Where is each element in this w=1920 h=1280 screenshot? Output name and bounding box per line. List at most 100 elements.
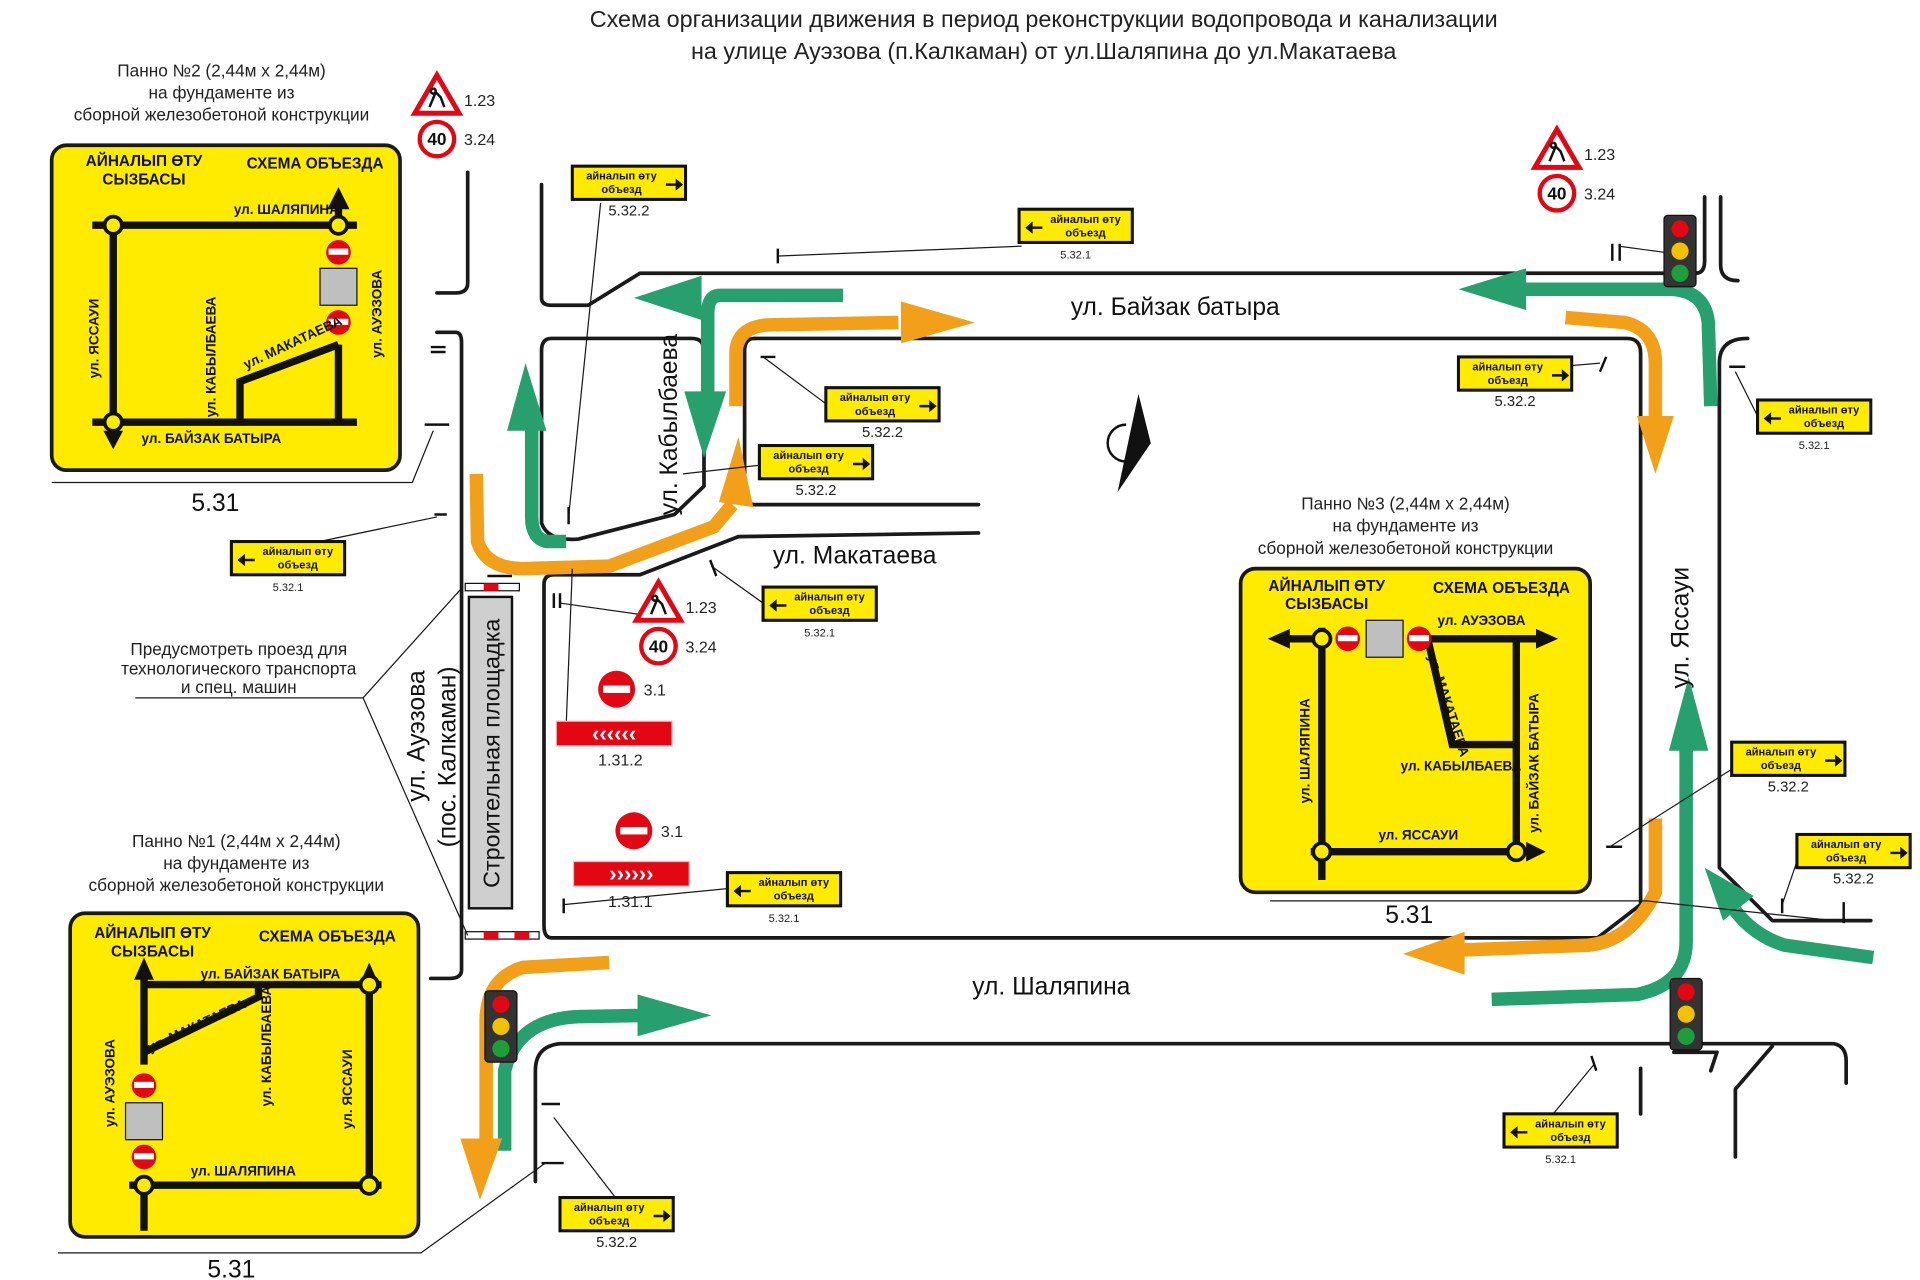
arrow-left-icon [1510, 1126, 1528, 1139]
svg-text:Предусмотреть проезд для: Предусмотреть проезд для [130, 639, 347, 659]
svg-text:айналып өту: айналып өту [1811, 839, 1882, 851]
svg-text:на фундаменте из: на фундаменте из [163, 853, 309, 873]
arrow-left-icon [733, 884, 751, 898]
svg-text:ул. КАБЫЛБАЕВА: ул. КАБЫЛБАЕВА [203, 296, 218, 417]
street-label-kabylbaeva: ул. Кабылбаева [656, 334, 683, 516]
svg-text:ул. ШАЛЯПИНА: ул. ШАЛЯПИНА [191, 1163, 296, 1178]
svg-text:объезд: объезд [1804, 418, 1844, 430]
worker-icon [1548, 141, 1566, 162]
svg-text:СХЕМА ОБЪЕЗДА: СХЕМА ОБЪЕЗДА [259, 929, 396, 946]
detour-sign-right: айналып өту объезд 5.32.2 [757, 444, 875, 499]
svg-text:5.32.1: 5.32.1 [804, 627, 835, 639]
svg-text:3.24: 3.24 [686, 639, 717, 656]
svg-text:объезд: объезд [1761, 760, 1801, 772]
street-label-baizak: ул. Байзак батыра [1071, 294, 1280, 321]
svg-text:АЙНАЛЫП ӨТУ: АЙНАЛЫП ӨТУ [86, 152, 203, 170]
svg-text:объезд: объезд [774, 891, 814, 903]
arrow-right-icon [1552, 369, 1570, 382]
svg-text:5.32.1: 5.32.1 [1545, 1154, 1576, 1166]
traffic-light [1663, 214, 1697, 288]
panel-2: Панно №2 (2,44м x 2,44м) на фундаменте и… [49, 60, 402, 517]
svg-text:объезд: объезд [1826, 853, 1866, 865]
svg-text:на фундаменте из: на фундаменте из [148, 82, 294, 102]
svg-text:сборной железобетоной конструк: сборной железобетоной конструкции [89, 875, 385, 895]
road-works-sign: 1.23 [632, 577, 717, 623]
arrow-right-icon [919, 400, 937, 413]
svg-text:и спец. машин: и спец. машин [181, 677, 297, 697]
svg-text:ул. КАБЫЛБАЕВА: ул. КАБЫЛБАЕВА [259, 986, 274, 1107]
title-line2: на улице Ауэзова (п.Калкаман) от ул.Шаля… [691, 38, 1396, 64]
arrow-right-icon [1890, 846, 1908, 860]
svg-text:5.32.2: 5.32.2 [795, 483, 836, 499]
svg-text:объезд: объезд [589, 1216, 629, 1228]
svg-text:Панно №3 (2,44м x 2,44м): Панно №3 (2,44м x 2,44м) [1301, 494, 1510, 514]
worker-icon [649, 594, 667, 615]
svg-text:5.31: 5.31 [207, 1257, 255, 1280]
street-label-yassaui: ул. Яссауи [1668, 567, 1695, 689]
svg-text:ул. БАЙЗАК БАТЫРА: ул. БАЙЗАК БАТЫРА [201, 966, 341, 981]
svg-text:на фундаменте из: на фундаменте из [1332, 516, 1478, 536]
svg-text:ул. ШАЛЯПИНА: ул. ШАЛЯПИНА [1298, 698, 1313, 803]
svg-text:ул. ШАЛЯПИНА: ул. ШАЛЯПИНА [234, 202, 339, 217]
svg-text:ул. ЯССАУИ: ул. ЯССАУИ [1378, 827, 1458, 842]
svg-text:объезд: объезд [1065, 227, 1105, 239]
svg-text:5.32.2: 5.32.2 [596, 1235, 637, 1251]
arrow-right-icon [852, 457, 871, 471]
svg-text:ул. ЯССАУИ: ул. ЯССАУИ [340, 1049, 355, 1129]
svg-text:5.32.2: 5.32.2 [608, 203, 649, 219]
chevron-right-sign: ›››››› 1.31.1 [572, 860, 690, 911]
street-label-makataeva: ул. Макатаева [773, 543, 937, 570]
svg-text:1.31.2: 1.31.2 [598, 753, 643, 770]
svg-text:››››››: ›››››› [609, 861, 653, 886]
road-works-sign: 1.23 [1530, 124, 1615, 170]
svg-text:айналып өту: айналып өту [586, 171, 657, 183]
note: Предусмотреть проезд для технологическог… [121, 587, 469, 936]
svg-text:айналып өту: айналып өту [1746, 747, 1817, 759]
svg-text:3.1: 3.1 [661, 824, 683, 841]
svg-text:айналып өту: айналып өту [773, 450, 844, 462]
svg-text:1.31.1: 1.31.1 [608, 894, 653, 911]
arrow-left-icon [237, 553, 255, 567]
svg-text:ул. АУЭЗОВА: ул. АУЭЗОВА [370, 270, 385, 358]
arrow-right-icon [1825, 754, 1843, 767]
svg-text:‹‹‹‹‹‹: ‹‹‹‹‹‹ [592, 721, 636, 746]
svg-text:5.32.1: 5.32.1 [273, 582, 304, 594]
street-label-shalyapina: ул. Шаляпина [972, 973, 1130, 1000]
svg-text:сборной железобетоной конструк: сборной железобетоной конструкции [1258, 538, 1554, 558]
arrow-left-icon [769, 599, 787, 612]
panel-3: Панно №3 (2,44м x 2,44м) на фундаменте и… [1238, 494, 1592, 929]
traffic-light [1669, 977, 1703, 1051]
svg-text:5.32.2: 5.32.2 [1495, 394, 1536, 410]
svg-text:АЙНАЛЫП ӨТУ: АЙНАЛЫП ӨТУ [1268, 577, 1385, 595]
panel-1: Панно №1 (2,44м x 2,44м) на фундаменте и… [68, 831, 421, 1280]
svg-text:объезд: объезд [855, 406, 895, 418]
svg-text:1.23: 1.23 [686, 600, 717, 617]
chevron-left-sign: ‹‹‹‹‹‹ 1.31.2 [555, 720, 673, 770]
svg-text:айналып өту: айналып өту [794, 592, 865, 604]
road-works-sign: 1.23 [410, 70, 495, 116]
title-line1: Схема организации движения в период реко… [590, 6, 1498, 32]
svg-text:Панно №1 (2,44м x 2,44м): Панно №1 (2,44м x 2,44м) [132, 831, 341, 851]
svg-text:объезд: объезд [789, 464, 829, 476]
svg-text:СХЕМА ОБЪЕЗДА: СХЕМА ОБЪЕЗДА [1433, 580, 1570, 597]
svg-text:айналып өту: айналып өту [1789, 405, 1860, 417]
svg-text:объезд: объезд [601, 184, 641, 196]
svg-text:объезд: объезд [278, 560, 318, 572]
svg-text:40: 40 [1547, 183, 1566, 203]
arrow-left-icon [1763, 412, 1781, 425]
arrow-right-icon [665, 178, 684, 191]
no-entry-sign-2: 3.1 [615, 812, 683, 850]
svg-text:40: 40 [649, 636, 668, 656]
svg-text:объезд: объезд [1488, 375, 1528, 387]
svg-text:3.24: 3.24 [1584, 186, 1615, 203]
